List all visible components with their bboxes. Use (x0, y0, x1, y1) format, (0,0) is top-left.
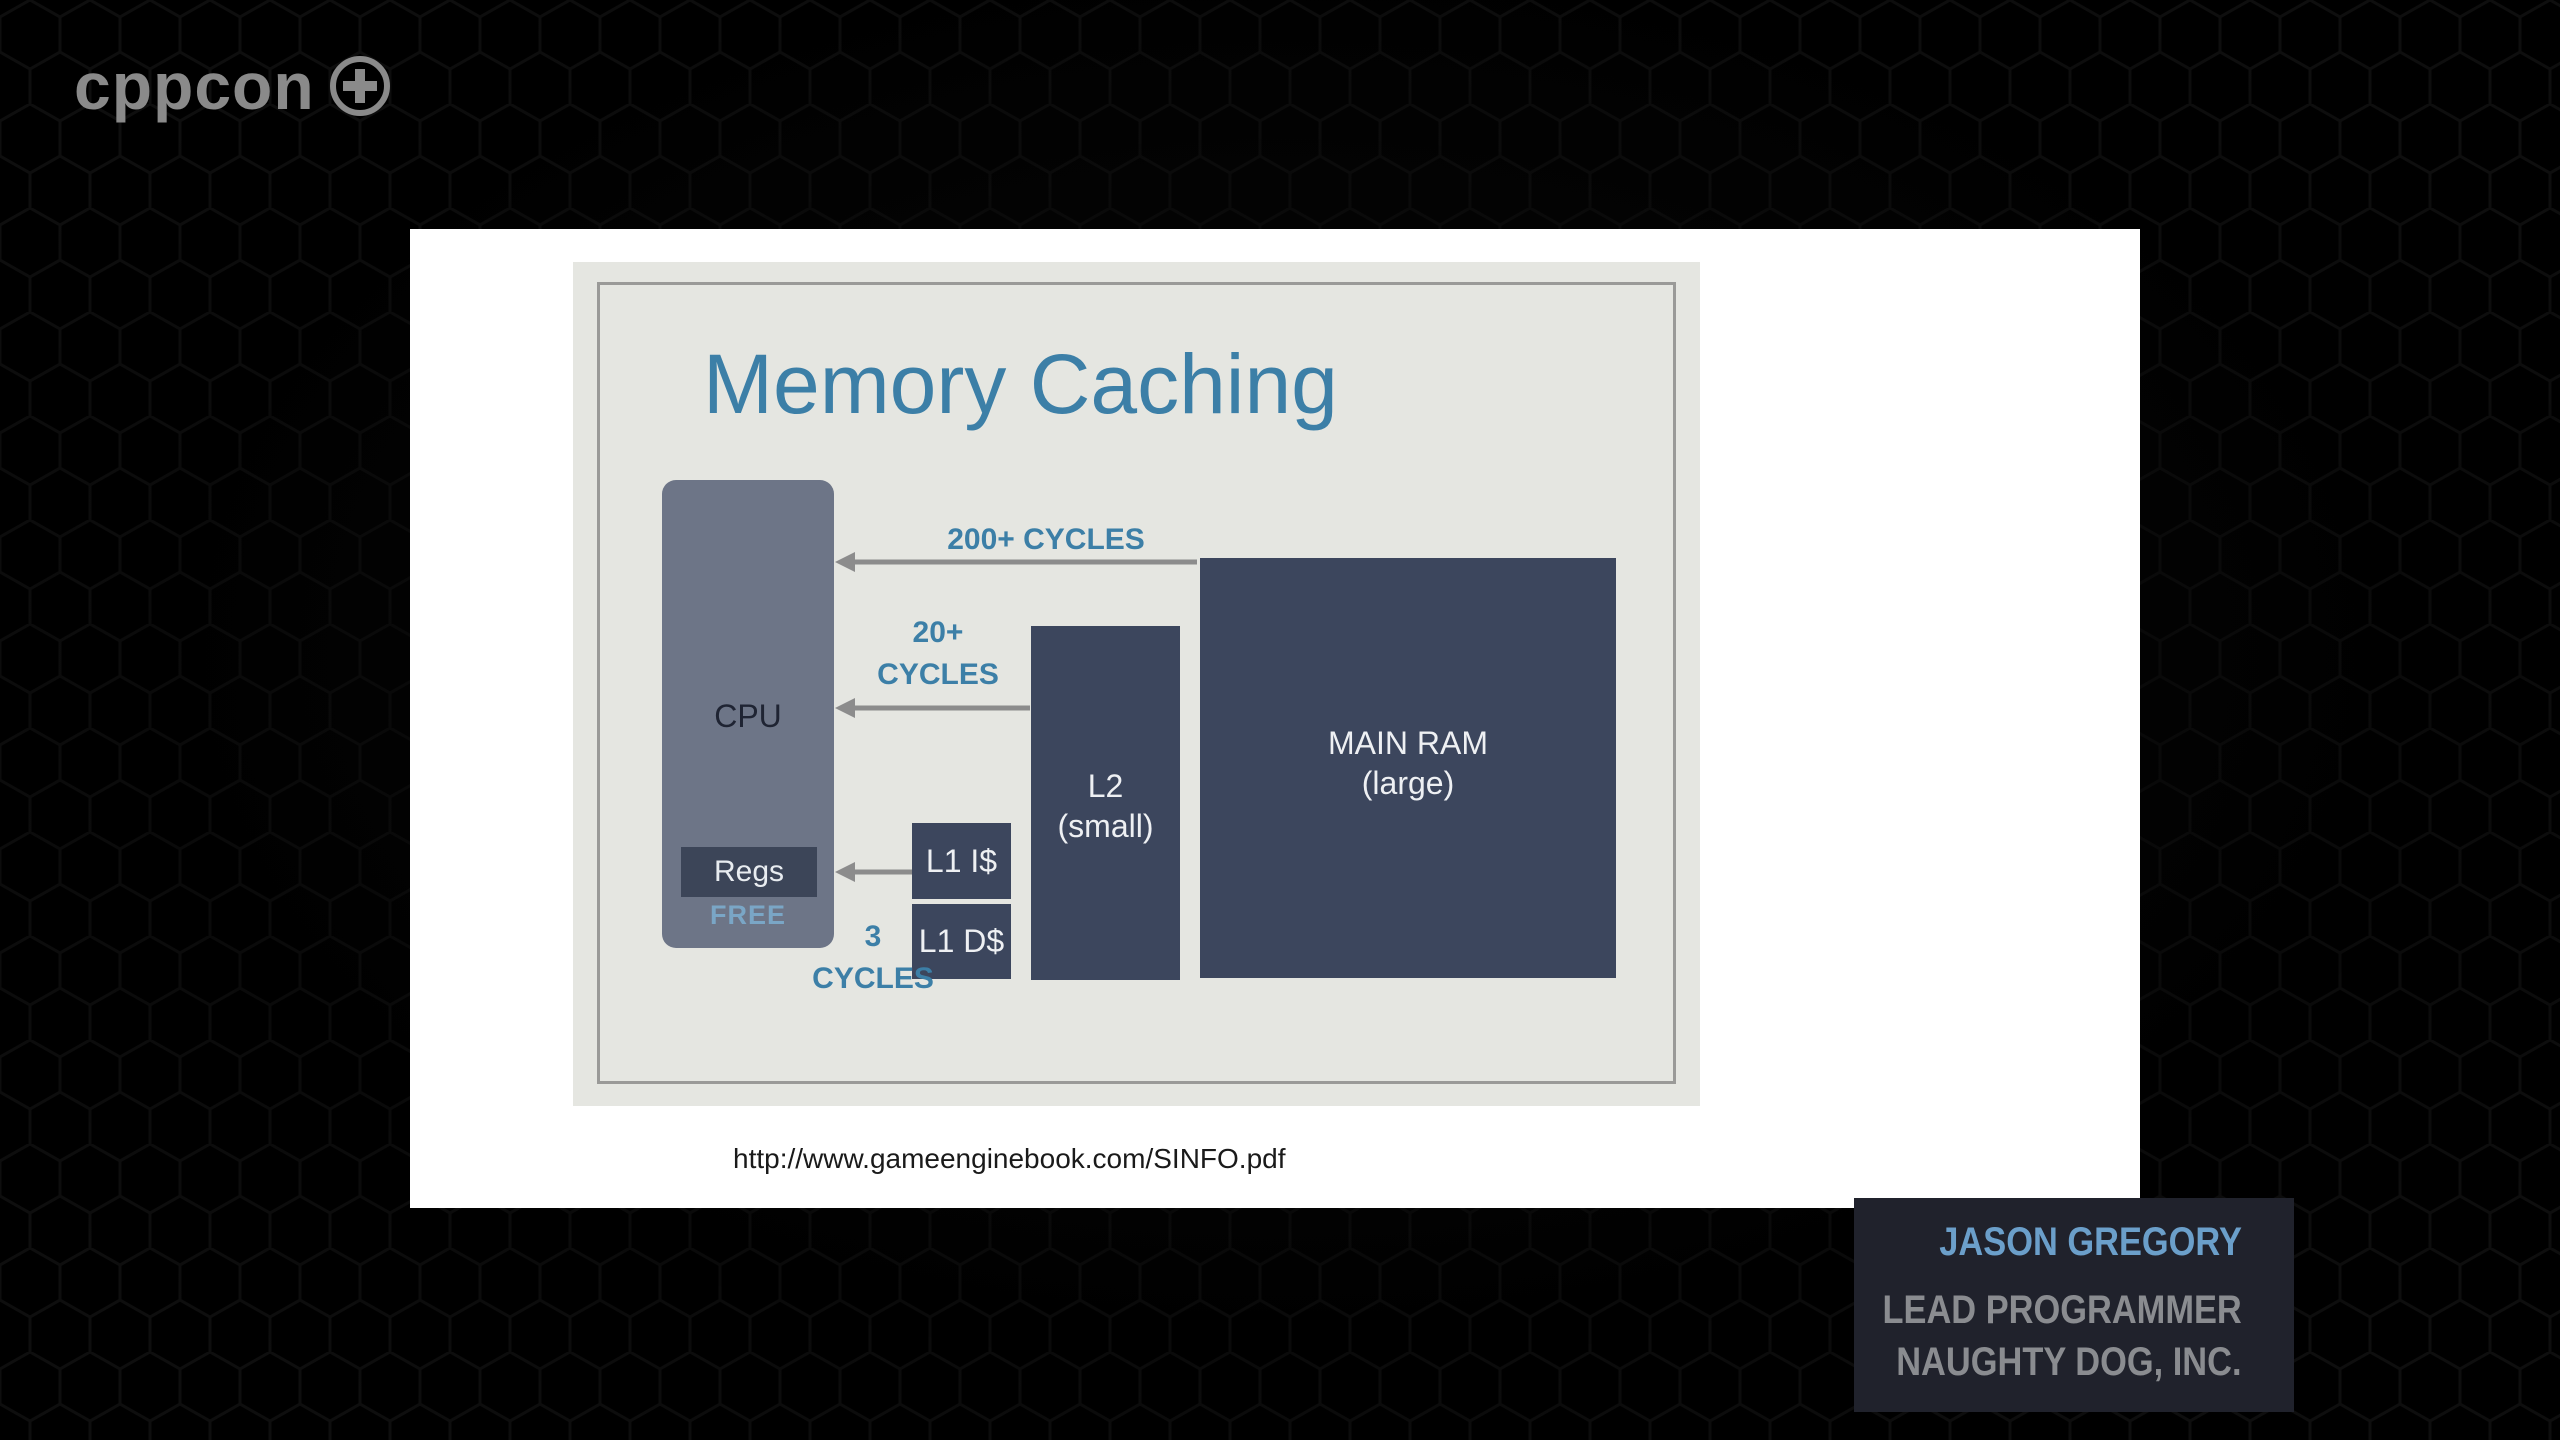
l2-latency-unit: CYCLES (877, 658, 999, 691)
l1-data-cache-block: L1 D$ (912, 904, 1011, 979)
l1-latency-unit: CYCLES (812, 962, 934, 995)
l2-cache-block: L2 (small) (1031, 626, 1180, 980)
main-ram-size-label: (large) (1361, 765, 1455, 801)
l1-data-cache-label: L1 D$ (918, 923, 1005, 959)
l1-latency-label: 3 CYCLES (793, 916, 953, 1000)
l1-latency-value: 3 (864, 920, 882, 953)
cpu-label: CPU (714, 698, 782, 734)
main-ram-block: MAIN RAM (large) (1200, 558, 1616, 978)
registers-latency-label: FREE (709, 900, 786, 930)
l1-instruction-cache-block: L1 I$ (912, 823, 1011, 899)
latency-arrows (835, 552, 1197, 882)
speaker-organization: NAUGHTY DOG, INC. (1896, 1340, 2242, 1384)
l2-cache-size-label: (small) (1057, 808, 1154, 844)
main-ram-latency-label: 200+ CYCLES (947, 523, 1145, 556)
slide-title: Memory Caching (703, 337, 1338, 431)
source-url-caption: http://www.gameenginebook.com/SINFO.pdf (733, 1143, 1286, 1174)
l2-latency-label: 20+ CYCLES (858, 612, 1018, 696)
plus-circle-icon (329, 56, 390, 116)
cpu-block: CPU Regs FREE (662, 480, 834, 948)
figure-border (597, 282, 1676, 1084)
main-ram-label: MAIN RAM (1328, 725, 1488, 761)
registers-block: Regs (681, 847, 817, 897)
logo-wordmark: cppcon (74, 49, 315, 123)
speaker-name: JASON GREGORY (1939, 1220, 2242, 1264)
presentation-slide: Memory Caching CPU Regs FREE L1 I$ (410, 229, 2294, 1412)
l2-latency-value: 20+ (912, 616, 964, 649)
l2-cache-label: L2 (1087, 768, 1124, 804)
speaker-role: LEAD PROGRAMMER (1882, 1288, 2242, 1332)
l1-instruction-cache-label: L1 I$ (925, 843, 998, 879)
memory-caching-figure: Memory Caching CPU Regs FREE L1 I$ (573, 262, 1700, 1106)
speaker-lower-third: JASON GREGORY LEAD PROGRAMMER NAUGHTY DO… (1854, 1198, 2294, 1412)
cppcon-logo: cppcon (74, 46, 391, 126)
